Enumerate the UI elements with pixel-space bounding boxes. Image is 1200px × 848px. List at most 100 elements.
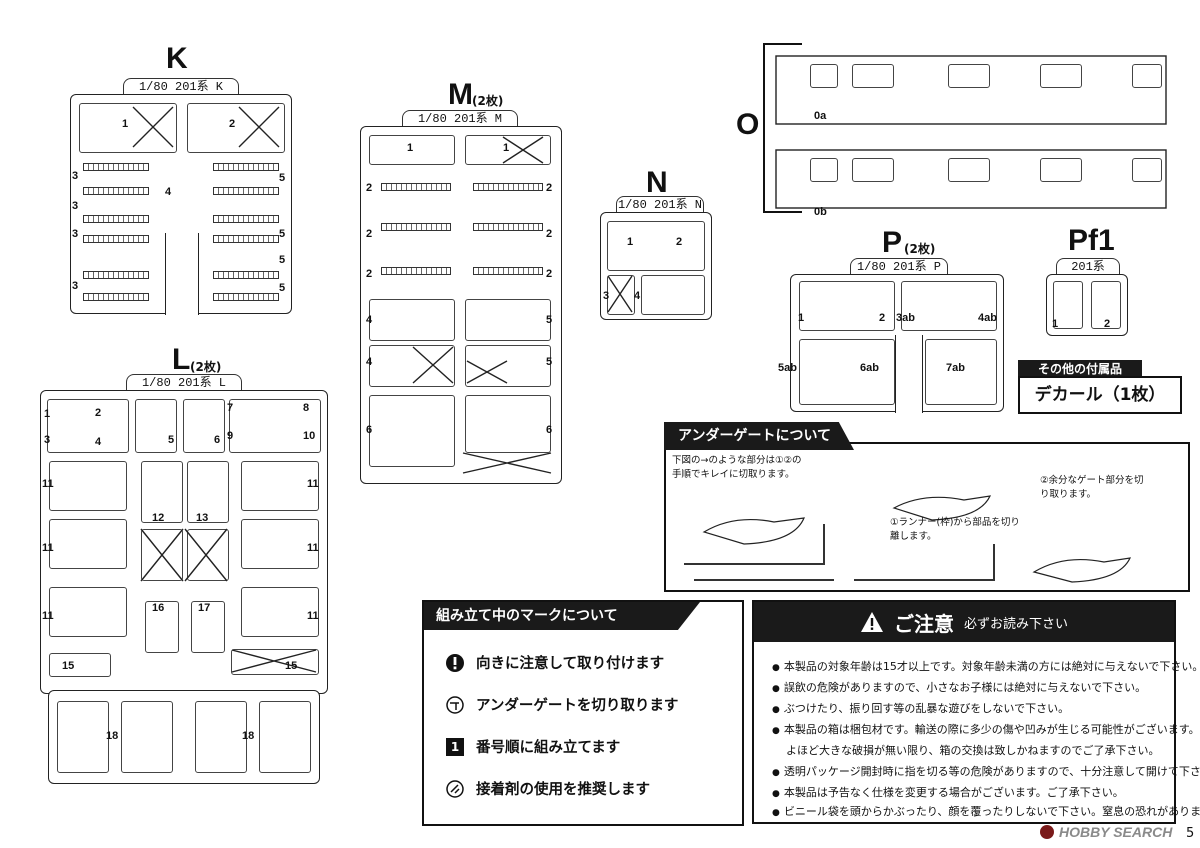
- sprue-l-cell: [241, 461, 319, 511]
- part-number: 3: [44, 434, 51, 446]
- sprue-n-title: 1/80 201系 N: [616, 196, 704, 214]
- part-number: 18: [106, 730, 119, 742]
- sprue-l-cell: [57, 701, 109, 773]
- part-number: 1: [1052, 318, 1059, 330]
- part-number: 2: [879, 312, 886, 324]
- cross-out-icon: [140, 528, 228, 582]
- sprue-pf1-label: Pf1: [1068, 224, 1115, 257]
- mark-row: アンダーゲートを切り取ります: [446, 694, 678, 715]
- watermark-logo-icon: [1040, 825, 1054, 839]
- sprue-m: [360, 126, 562, 484]
- part-number: 3: [72, 170, 79, 182]
- sprue-m-cell: [465, 135, 551, 165]
- car-side-window: [948, 158, 990, 182]
- part-number: 2: [366, 228, 373, 240]
- part-number: 1: [44, 408, 51, 420]
- part-rail: [381, 223, 451, 231]
- car-side-window: [810, 158, 838, 182]
- car-side-window: [1040, 158, 1082, 182]
- part-number: 15: [62, 660, 75, 672]
- part-number: 3: [603, 290, 610, 302]
- part-rail: [473, 223, 543, 231]
- part-number: 1: [407, 142, 414, 154]
- sprue-k: [70, 94, 292, 315]
- sprue-pf1: [1046, 274, 1128, 336]
- accessories-label: その他の付属品: [1018, 360, 1142, 378]
- sprue-m-cell: [369, 299, 455, 341]
- part-number: 11: [42, 542, 54, 554]
- sprue-n-cell: [607, 275, 635, 315]
- sprue-m-cell: [465, 299, 551, 341]
- caution-line: ●本製品は予告なく仕様を変更する場合がございます。ご了承下さい。: [772, 786, 1124, 799]
- sprue-l-cell: [231, 649, 319, 675]
- part-rail: [83, 293, 149, 301]
- sprue-l-cell: [141, 461, 183, 523]
- sprue-p: [790, 274, 1004, 413]
- sprue-pf1-cell: [1053, 281, 1083, 329]
- part-number: 5: [546, 356, 553, 368]
- sprue-k-label: K: [166, 42, 188, 75]
- warning-icon: [860, 612, 883, 632]
- part-number: 16: [152, 602, 165, 614]
- part-rail: [213, 215, 279, 223]
- part-number: 2: [546, 182, 553, 194]
- mark-text: 向きに注意して取り付けます: [476, 656, 665, 672]
- part-number: 5: [279, 228, 286, 240]
- part-number: 4: [634, 290, 641, 302]
- cross-out-icon: [502, 136, 544, 164]
- cross-out-icon: [462, 452, 552, 474]
- part-rail: [213, 271, 279, 279]
- sprue-l-cell: [191, 601, 225, 653]
- sprue-l-cell: [187, 461, 229, 523]
- caution-subtitle: 必ずお読み下さい: [963, 616, 1068, 632]
- part-number: 10: [303, 430, 316, 442]
- sprue-m-cell: [369, 135, 455, 165]
- part-number: 3ab: [896, 312, 915, 324]
- sprue-k-cell: [187, 103, 285, 153]
- sprue-m-cell: [465, 395, 551, 453]
- part-number: 11: [307, 610, 319, 622]
- sprue-l-cell: [49, 519, 127, 569]
- car-side-window: [810, 64, 838, 88]
- cross-out-icon: [231, 649, 317, 673]
- sprue-n-cell: [641, 275, 705, 315]
- undergate-icon: [446, 695, 464, 714]
- part-number: 2: [95, 407, 102, 419]
- part-number: 4: [366, 314, 373, 326]
- part-number: 5: [168, 434, 175, 446]
- sprue-l-cell: [49, 587, 127, 637]
- caution-line: ●透明パッケージ開封時に指を切る等の危険がありますので、十分注意して開けて下さい…: [772, 765, 1200, 778]
- sprue-m-cell: [369, 395, 455, 467]
- part-number: 3: [72, 280, 79, 292]
- part-number: 11: [307, 478, 319, 490]
- car-side-window: [852, 64, 894, 88]
- sprue-l-cell: [141, 529, 183, 581]
- part-number: 5: [279, 172, 286, 184]
- car-side-window: [948, 64, 990, 88]
- car-side-window: [1132, 64, 1162, 88]
- part-number: 2: [366, 268, 373, 280]
- caution-line: ●ぶつけたり、振り回す等の乱暴な遊びをしないで下さい。: [772, 702, 1070, 715]
- part-number: 11: [307, 542, 319, 554]
- sprue-p-cell: [901, 281, 997, 331]
- sprue-l-cell: [47, 399, 129, 453]
- part-number: 5: [279, 282, 286, 294]
- part-number: 2: [546, 268, 553, 280]
- part-rail: [473, 183, 543, 191]
- part-number: 0b: [814, 206, 827, 218]
- part-rail: [213, 293, 279, 301]
- sprue-p-cell: [799, 281, 895, 331]
- sprue-p-label: P: [882, 226, 903, 259]
- part-number: 1: [798, 312, 805, 324]
- part-number: 0a: [814, 110, 827, 122]
- part-rail: [83, 187, 149, 195]
- mark-row: 1 番号順に組み立てます: [446, 736, 620, 757]
- exclamation-icon: [446, 653, 464, 672]
- caution-header: ご注意 必ずお読み下さい: [754, 602, 1174, 642]
- part-number: 4: [366, 356, 373, 368]
- undergate-step1: ①ランナー(枠)から部品を切り離します。: [890, 517, 1020, 542]
- sprue-l-cell: [241, 587, 319, 637]
- car-side-window: [852, 158, 894, 182]
- sprue-n-label: N: [646, 166, 668, 199]
- part-number: 5: [279, 254, 286, 266]
